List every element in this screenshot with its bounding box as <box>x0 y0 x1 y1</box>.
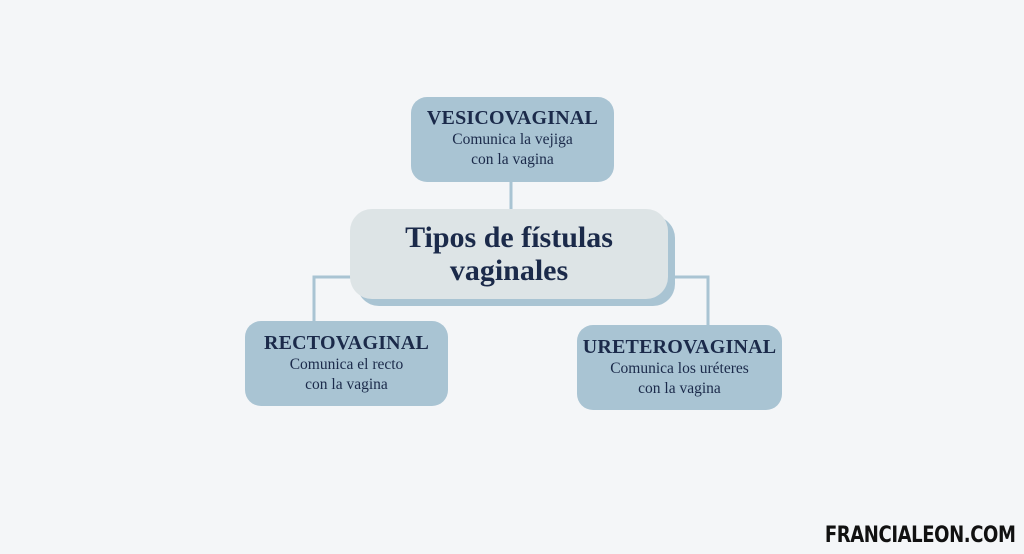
connector-right <box>674 275 710 327</box>
node-ureterovaginal-title: URETEROVAGINAL <box>582 336 777 358</box>
node-vesicovaginal-desc-line1: Comunica la vejiga <box>452 131 573 148</box>
node-ureterovaginal: URETEROVAGINAL Comunica los uréteres con… <box>577 325 782 410</box>
node-rectovaginal-desc-line1: Comunica el recto <box>289 356 404 373</box>
node-ureterovaginal-desc-line1: Comunica los uréteres <box>610 360 749 377</box>
node-vesicovaginal: VESICOVAGINAL Comunica la vejiga con la … <box>411 97 614 182</box>
node-vesicovaginal-desc-line2: con la vagina <box>471 151 554 168</box>
node-ureterovaginal-desc-line2: con la vagina <box>638 380 721 397</box>
node-rectovaginal: RECTOVAGINAL Comunica el recto con la va… <box>245 321 448 406</box>
center-title-line1: Tipos de fístulas <box>405 221 613 254</box>
node-rectovaginal-title: RECTOVAGINAL <box>263 332 430 354</box>
center-node: Tipos de fístulas vaginales <box>350 209 668 299</box>
node-rectovaginal-desc-line2: con la vagina <box>305 376 388 393</box>
site-watermark: FRANCIALEON.COM <box>825 523 1016 548</box>
connector-left <box>312 275 352 323</box>
node-vesicovaginal-title: VESICOVAGINAL <box>426 107 599 129</box>
center-title-line2: vaginales <box>449 254 569 287</box>
